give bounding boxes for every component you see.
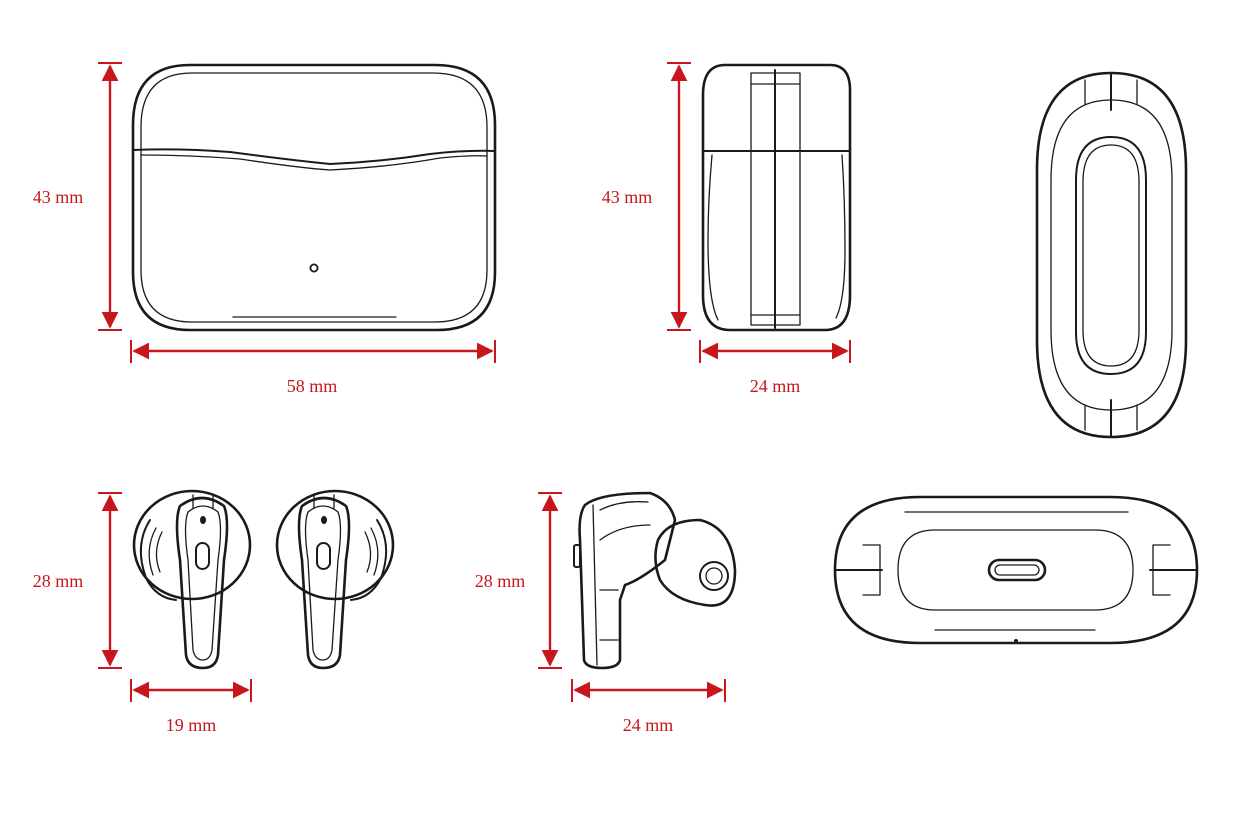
usb-c-port-icon (987, 558, 1047, 582)
case-side-height-label: 43 mm (602, 187, 653, 207)
led-indicator-icon (309, 263, 319, 273)
case-height-label: 43 mm (33, 187, 84, 207)
earbud-side-height-dimension: 28 mm (475, 492, 562, 669)
case-side-height-dimension: 43 mm (602, 62, 691, 331)
earbud-height-label: 28 mm (33, 571, 84, 591)
case-side-view (701, 63, 852, 332)
earbud-width-label: 19 mm (166, 715, 217, 735)
earbud-depth-dimension: 24 mm (571, 679, 726, 735)
case-depth-dimension: 24 mm (699, 340, 851, 396)
earbud-left (132, 489, 252, 670)
earbud-height-dimension: 28 mm (33, 492, 122, 669)
case-bottom-view (833, 495, 1199, 645)
case-width-label: 58 mm (287, 376, 338, 396)
earbud-side-height-label: 28 mm (475, 571, 526, 591)
earbud-side-view (573, 491, 737, 670)
earbud-width-dimension: 19 mm (130, 679, 252, 735)
earbud-depth-label: 24 mm (623, 715, 674, 735)
case-height-dimension: 43 mm (33, 62, 122, 331)
case-top-view (1035, 71, 1188, 439)
case-front-view (131, 63, 497, 332)
case-depth-label: 24 mm (750, 376, 801, 396)
earbud-right (275, 489, 395, 670)
case-width-dimension: 58 mm (130, 340, 496, 396)
